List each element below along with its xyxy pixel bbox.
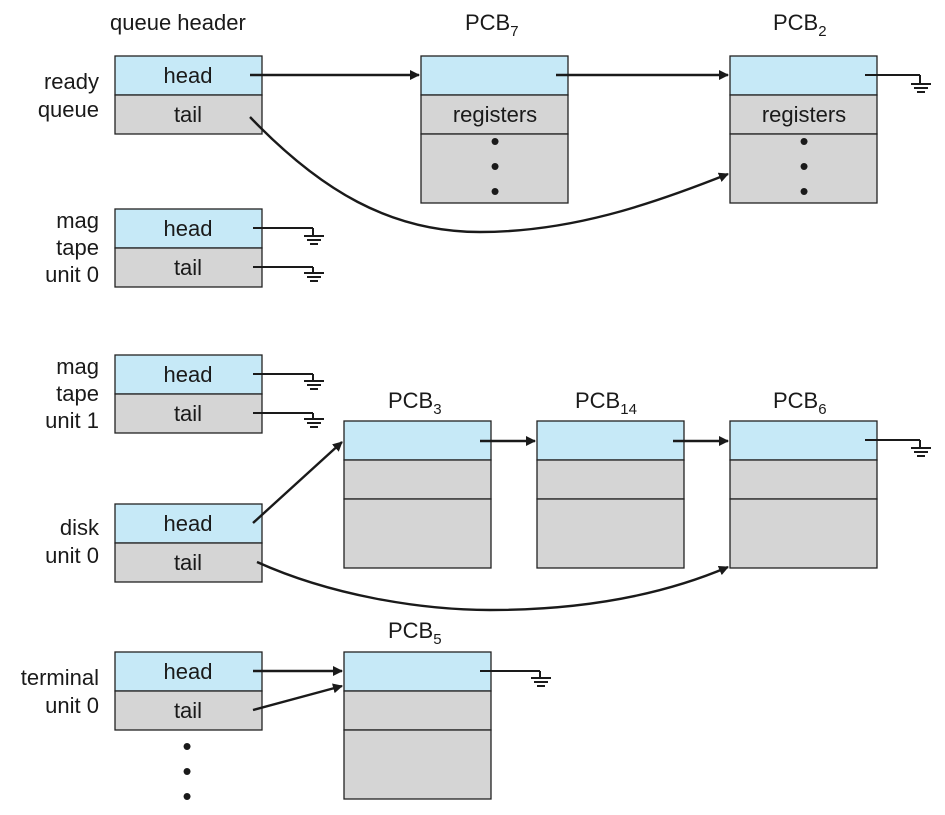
pcb-5-null-ground-icon [480, 670, 551, 687]
disk-unit-0-queue: disk unit 0 head tail [45, 503, 263, 583]
mag-tape-unit-0-queue: mag tape unit 0 head tail [45, 208, 324, 288]
mag-tape-1-label-line3: unit 1 [45, 408, 99, 433]
pcb-7-pointer-cell [420, 55, 569, 96]
pcb-7-title: PCB7 [465, 10, 519, 40]
terminal-0-head-label: head [164, 659, 213, 684]
pcb-5: PCB5 [343, 618, 492, 800]
pcb-2-body-cell [729, 133, 878, 204]
disk-tail-to-pcb-6-arrow [256, 560, 729, 612]
ready-queue-head-label: head [164, 63, 213, 88]
ready-queue-label-line2: queue [38, 97, 99, 122]
disk-0-head-cell [114, 503, 263, 544]
mag-tape-1-tail-cell [114, 393, 263, 434]
pcb-2-ellipsis-dot: • [799, 176, 808, 206]
pcb-3: PCB3 [343, 388, 492, 569]
pcb-5-field-cell [343, 690, 492, 731]
pcb-7-ellipsis-dot: • [490, 176, 499, 206]
pcb-14-title: PCB14 [575, 388, 637, 418]
pcb-6-null-ground-icon [865, 439, 931, 457]
pcb-14-field-cell [536, 459, 685, 500]
more-queues-ellipsis-dot: • [182, 731, 191, 761]
pcb-6-pointer-cell [729, 420, 878, 461]
pcb-3-field-cell [343, 459, 492, 500]
pcb-6-field-cell [729, 459, 878, 500]
mag-tape-0-tail-cell [114, 247, 263, 288]
disk-0-tail-label: tail [174, 550, 202, 575]
pcb-2-ellipsis-dot: • [799, 151, 808, 181]
terminal-unit-0-queue: terminal unit 0 head tail [21, 651, 263, 731]
mag-tape-0-label-line2: tape [56, 235, 99, 260]
mag-tape-1-tail-null-icon [253, 412, 324, 428]
pcb-3-pointer-cell [343, 420, 492, 461]
pcb-2-null-ground-icon [865, 74, 931, 93]
mag-tape-0-label-line1: mag [56, 208, 99, 233]
disk-head-to-pcb-3-arrow [252, 441, 343, 524]
pcb-7-ellipsis-dot: • [490, 151, 499, 181]
mag-tape-0-head-null-icon [253, 227, 324, 245]
mag-tape-0-tail-label: tail [174, 255, 202, 280]
pcb-7-body-cell [420, 133, 569, 204]
pcb-14-body-cell [536, 498, 685, 569]
queue-header-title: queue header [110, 10, 246, 35]
disk-0-label-line2: unit 0 [45, 543, 99, 568]
pcb-14: PCB14 [536, 388, 685, 569]
ready-queue-label-line1: ready [44, 69, 99, 94]
pcb-7-registers-cell [420, 94, 569, 135]
pcb-5-pointer-cell [343, 651, 492, 692]
pcb-6-body-cell [729, 498, 878, 569]
pcb-2: PCB2 registers • • • [729, 10, 878, 206]
terminal-tail-to-pcb-5-arrow [252, 683, 343, 712]
pcb-7-ellipsis-dot: • [490, 126, 499, 156]
pcb-5-body-cell [343, 729, 492, 800]
mag-tape-0-label-line3: unit 0 [45, 262, 99, 287]
pcb-5-title: PCB5 [388, 618, 442, 648]
ready-queue-tail-cell [114, 94, 263, 135]
disk-0-head-label: head [164, 511, 213, 536]
terminal-0-label-line2: unit 0 [45, 693, 99, 718]
pcb-3-body-cell [343, 498, 492, 569]
ready-queue-head-cell [114, 55, 263, 96]
ready-queue-tail-label: tail [174, 102, 202, 127]
terminal-0-tail-label: tail [174, 698, 202, 723]
mag-tape-1-label-line1: mag [56, 354, 99, 379]
mag-tape-unit-1-queue: mag tape unit 1 head tail [45, 354, 324, 434]
mag-tape-0-tail-null-icon [253, 266, 324, 282]
ready-queue: ready queue head tail [38, 55, 263, 135]
mag-tape-0-head-label: head [164, 216, 213, 241]
mag-tape-0-head-cell [114, 208, 263, 249]
terminal-0-label-line1: terminal [21, 665, 99, 690]
pcb-7: PCB7 registers • • • [420, 10, 569, 206]
disk-0-label-line1: disk [60, 515, 100, 540]
pcb-6: PCB6 [729, 388, 878, 569]
pcb-2-ellipsis-dot: • [799, 126, 808, 156]
more-queues-ellipsis-dot: • [182, 756, 191, 786]
pcb-2-registers-cell [729, 94, 878, 135]
mag-tape-1-label-line2: tape [56, 381, 99, 406]
terminal-0-head-cell [114, 651, 263, 692]
pcb-7-registers-label: registers [453, 102, 537, 127]
pcb-6-title: PCB6 [773, 388, 827, 418]
pcb-2-pointer-cell [729, 55, 878, 96]
pcb-3-title: PCB3 [388, 388, 442, 418]
mag-tape-1-head-null-icon [253, 373, 324, 390]
mag-tape-1-head-label: head [164, 362, 213, 387]
pcb-2-title: PCB2 [773, 10, 827, 40]
pcb-14-pointer-cell [536, 420, 685, 461]
mag-tape-1-tail-label: tail [174, 401, 202, 426]
more-queues-ellipsis-dot: • [182, 781, 191, 811]
pcb-2-registers-label: registers [762, 102, 846, 127]
disk-0-tail-cell [114, 542, 263, 583]
terminal-0-tail-cell [114, 690, 263, 731]
ready-tail-to-pcb-2-arrow [249, 116, 729, 234]
